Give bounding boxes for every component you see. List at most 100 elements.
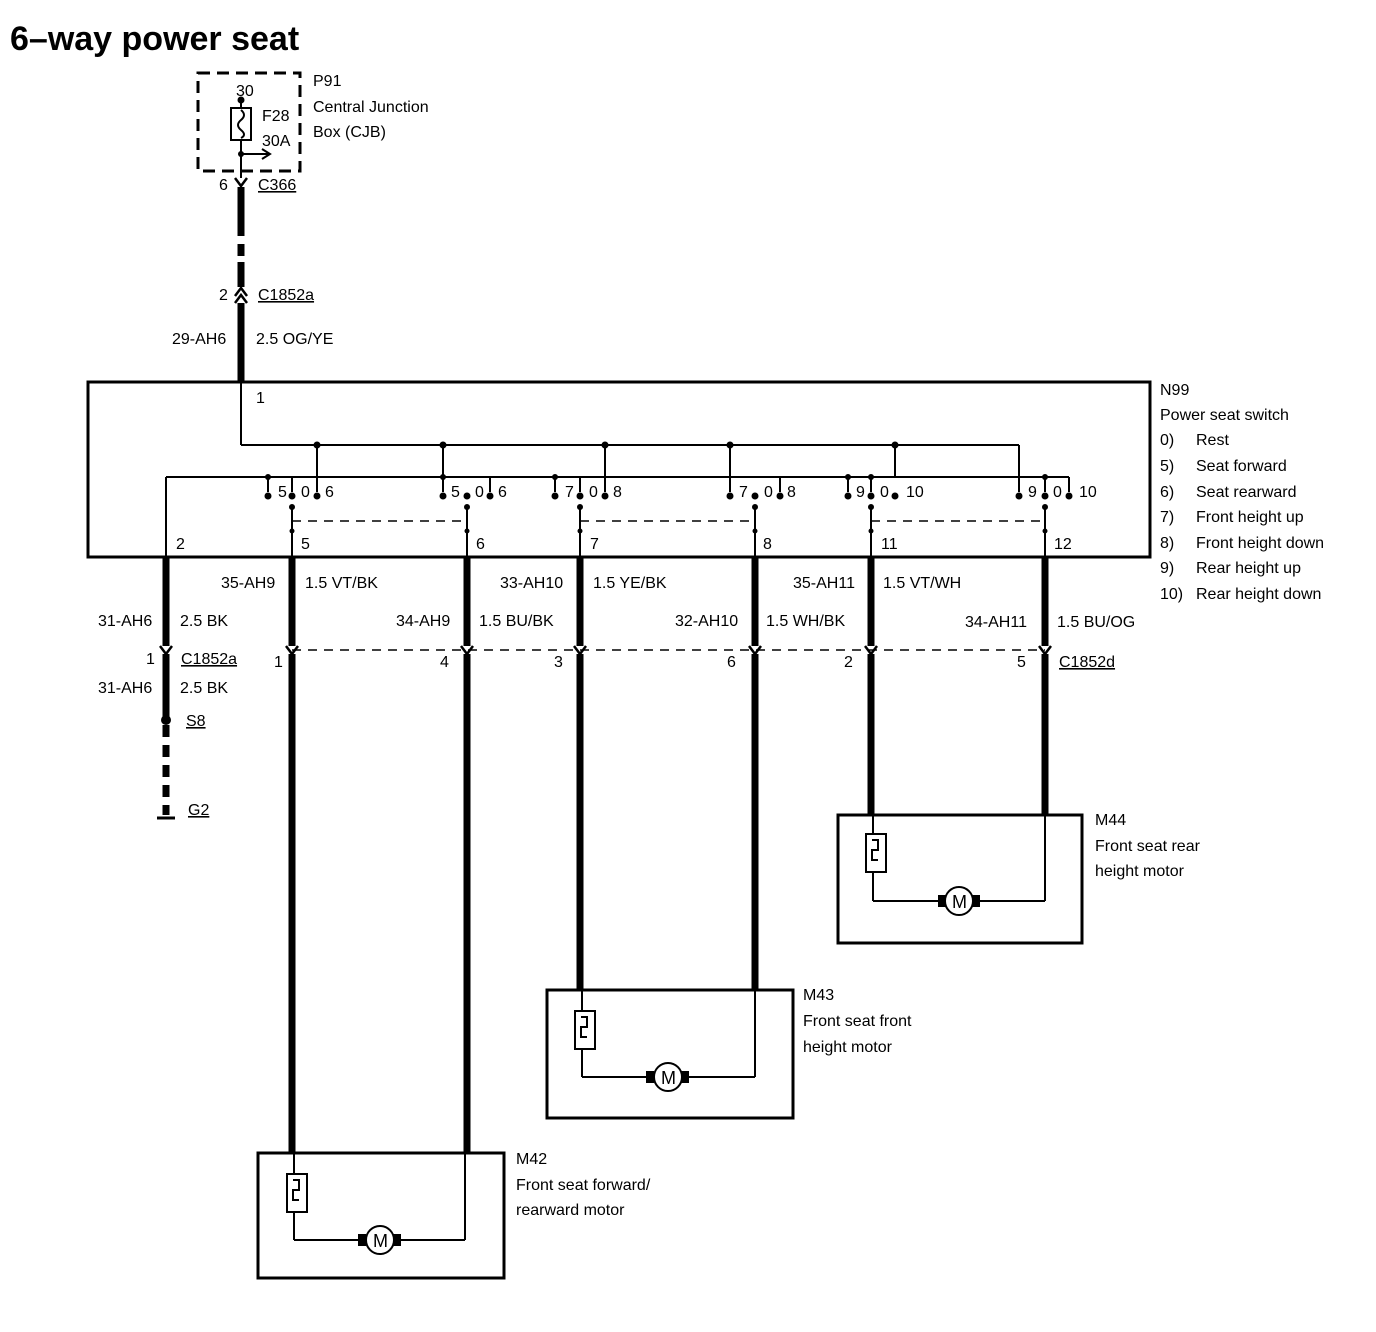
- wire-spec: 1.5 VT/BK: [305, 575, 378, 592]
- c1852d-pin: 3: [554, 654, 563, 671]
- wire-circuit: 32-AH10: [675, 613, 738, 630]
- contact-label: 10: [1079, 484, 1097, 501]
- motor-symbol: M: [661, 1068, 676, 1088]
- legend-num: 5): [1160, 458, 1174, 475]
- motor-symbol: M: [373, 1231, 388, 1251]
- c1852d-pin: 1: [274, 654, 283, 671]
- wire-spec: 1.5 VT/WH: [883, 575, 961, 592]
- connector-chevron-icon: [159, 645, 173, 657]
- motor-m44: M M44 Front seat rear height motor: [836, 812, 1201, 945]
- ground-label: G2: [188, 802, 209, 819]
- c1852a-top-name: C1852a: [258, 287, 314, 304]
- contact-label: 6: [498, 484, 507, 501]
- c1852a-top-pin: 2: [219, 287, 228, 304]
- cjb-name-line2: Box (CJB): [313, 124, 386, 141]
- c366-name: C366: [258, 177, 296, 194]
- contact-label: 0: [880, 484, 889, 501]
- switch-outline: [86, 380, 1152, 559]
- wire-spec: 1.5 BU/BK: [479, 613, 554, 630]
- m42-line2: rearward motor: [516, 1202, 625, 1219]
- thermal-breaker-icon: [865, 833, 887, 873]
- legend-num: 9): [1160, 560, 1174, 577]
- m44-line2: height motor: [1095, 863, 1185, 880]
- m42-line1: Front seat forward/: [516, 1177, 651, 1194]
- feed-circuit: 29-AH6: [172, 331, 226, 348]
- c1852d-pin: 5: [1017, 654, 1026, 671]
- legend-num: 7): [1160, 509, 1174, 526]
- contact-label: 9: [856, 484, 865, 501]
- wire-spec: 1.5 BU/OG: [1057, 614, 1135, 631]
- c1852d-pin: 4: [440, 654, 449, 671]
- contact-label: 6: [325, 484, 334, 501]
- ground-spec: 2.5 BK: [180, 613, 228, 630]
- fuse-label: F28: [262, 108, 290, 125]
- m44-line1: Front seat rear: [1095, 838, 1201, 855]
- contact-label: 10: [906, 484, 924, 501]
- legend-text: Seat rearward: [1196, 484, 1297, 501]
- splice-dot: [161, 715, 171, 725]
- switch-id: N99: [1160, 382, 1189, 399]
- connector-c1852d: 1 4 3 6 2 5 C1852d: [274, 645, 1115, 671]
- contact-label: 5: [278, 484, 287, 501]
- wire-spec: 1.5 WH/BK: [766, 613, 845, 630]
- ground-branch: 1 C1852a 31-AH6 2.5 BK S8 G2: [98, 645, 237, 820]
- cjb-outline: [196, 71, 302, 173]
- motor-m42: M M42 Front seat forward/ rearward motor: [256, 1151, 651, 1280]
- legend-text: Rest: [1196, 432, 1229, 449]
- switch-name: Power seat switch: [1160, 407, 1289, 424]
- legend-text: Front height down: [1196, 535, 1324, 552]
- contact-label: 7: [739, 484, 748, 501]
- contact-label: 9: [1028, 484, 1037, 501]
- motor-symbol: M: [952, 892, 967, 912]
- connector-c366: 6 C366: [219, 177, 296, 194]
- m44-outline: [836, 813, 1084, 945]
- connector-chevron-icon: [234, 285, 248, 297]
- legend-text: Rear height up: [1196, 560, 1301, 577]
- arrow-right-icon: [261, 148, 272, 160]
- switch-pin-12: 12: [1054, 536, 1072, 553]
- c1852a-ground-pin: 1: [146, 651, 155, 668]
- m42-outline: [256, 1151, 506, 1280]
- ground-circuit-2: 31-AH6: [98, 680, 152, 697]
- legend-num: 0): [1160, 432, 1174, 449]
- switch-pin-6: 6: [476, 536, 485, 553]
- c1852d-pin: 6: [727, 654, 736, 671]
- switch-pin-5: 5: [301, 536, 310, 553]
- splice-label: S8: [186, 713, 206, 730]
- c366-pin: 6: [219, 177, 228, 194]
- switch-pin-8: 8: [763, 536, 772, 553]
- contact-label: 0: [301, 484, 310, 501]
- contact-label: 8: [613, 484, 622, 501]
- m43-line1: Front seat front: [803, 1013, 912, 1030]
- legend-text: Front height up: [1196, 509, 1304, 526]
- central-junction-box: P91 Central Junction Box (CJB) 30 F28 30…: [196, 71, 429, 178]
- cjb-name-line1: Central Junction: [313, 99, 429, 116]
- switch-pin-7: 7: [590, 536, 599, 553]
- c1852d-name: C1852d: [1059, 654, 1115, 671]
- feed-spec: 2.5 OG/YE: [256, 331, 333, 348]
- diagram-title: 6–way power seat: [10, 20, 299, 58]
- m44-id: M44: [1095, 812, 1126, 829]
- contact-label: 7: [565, 484, 574, 501]
- wire-circuit: 35-AH11: [793, 575, 855, 592]
- m43-outline: [545, 988, 795, 1120]
- c1852a-ground-name: C1852a: [181, 651, 237, 668]
- wire-circuit: 35-AH9: [221, 575, 275, 592]
- switch-pin-11: 11: [881, 536, 898, 553]
- contact-label: 0: [475, 484, 484, 501]
- wire-spec: 1.5 YE/BK: [593, 575, 667, 592]
- legend-text: Seat forward: [1196, 458, 1287, 475]
- wire-circuit: 34-AH9: [396, 613, 450, 630]
- c1852d-pin: 2: [844, 654, 853, 671]
- wire-circuit: 34-AH11: [965, 614, 1027, 631]
- cjb-id: P91: [313, 73, 342, 90]
- connector-c1852a-top: 2 C1852a: [219, 285, 314, 304]
- contact-label: 5: [451, 484, 460, 501]
- ground-spec-2: 2.5 BK: [180, 680, 228, 697]
- contact-label: 0: [764, 484, 773, 501]
- fuse-icon: [230, 107, 252, 141]
- m42-id: M42: [516, 1151, 547, 1168]
- legend-num: 6): [1160, 484, 1174, 501]
- m43-id: M43: [803, 987, 834, 1004]
